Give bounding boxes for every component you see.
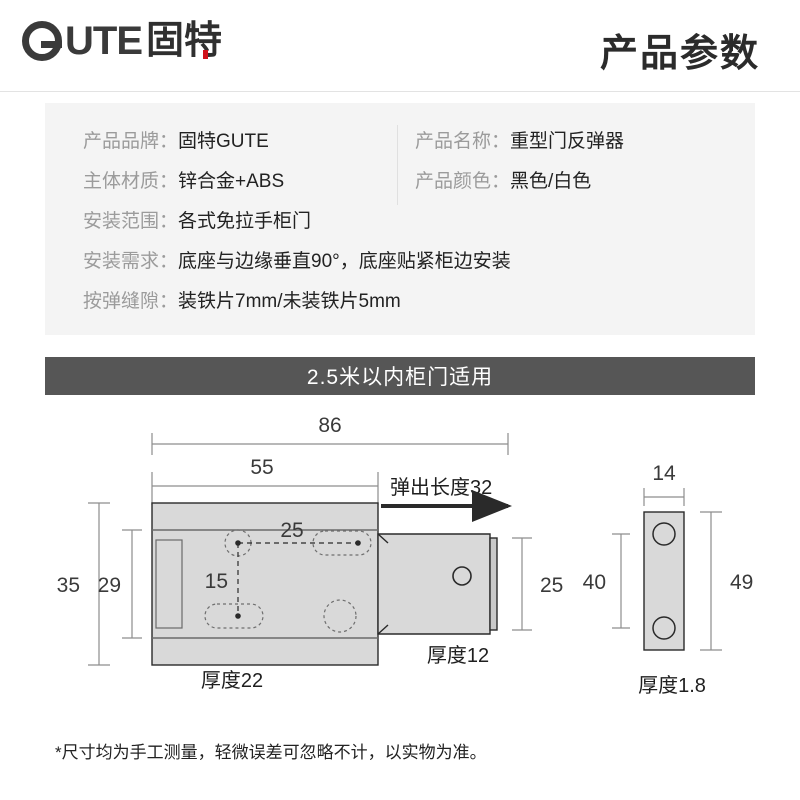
label-plate-thickness: 厚度1.8	[638, 674, 706, 697]
spec-value: 重型门反弹器	[510, 130, 625, 152]
spec-label: 产品颜色：	[415, 170, 511, 192]
spec-cell-install-range: 安装范围： 各式免拉手柜门	[45, 206, 717, 233]
part-body	[151, 502, 379, 666]
dim-plate-hole-span: 40	[583, 571, 606, 594]
spec-label: 安装范围：	[83, 210, 179, 232]
circle-g-icon	[22, 21, 62, 61]
specification-panel: 产品品牌： 固特GUTE 产品名称： 重型门反弹器 主体材质： 锌合金+ABS …	[45, 103, 755, 335]
spec-label: 主体材质：	[83, 170, 179, 192]
spec-cell-material: 主体材质： 锌合金+ABS	[45, 166, 395, 193]
dim-eject-length: 弹出长度32	[390, 476, 492, 499]
logo-latin-text: UTE	[65, 19, 143, 63]
dim-overall-height: 35	[57, 574, 80, 597]
dim-arm-height: 25	[540, 574, 563, 597]
dimension-lines-left	[88, 502, 142, 666]
dim-hole-spacing-vertical: 15	[205, 570, 228, 593]
dim-overall-length: 86	[318, 414, 341, 437]
brand-logo: UTE 固特	[22, 18, 222, 64]
dim-plate-width: 14	[652, 462, 676, 485]
applicability-banner: 2.5米以内柜门适用	[45, 357, 755, 395]
spec-value: 装铁片7mm/未装铁片5mm	[178, 290, 401, 312]
spec-value: 固特GUTE	[178, 130, 269, 152]
part-strike-plate	[643, 511, 685, 651]
banner-label: 2.5米以内柜门适用	[306, 366, 494, 389]
spec-cell-color: 产品颜色： 黑色/白色	[395, 166, 725, 193]
spec-label: 产品品牌：	[83, 130, 179, 152]
spec-row: 安装需求： 底座与边缘垂直90°，底座贴紧柜边安装	[45, 241, 755, 277]
spec-value: 黑色/白色	[510, 170, 592, 192]
spec-label: 安装需求：	[83, 250, 179, 272]
dim-plate-height: 49	[730, 571, 753, 594]
measurement-footnote: *尺寸均为手工测量，轻微误差可忽略不计，以实物为准。	[55, 743, 487, 762]
spec-cell-product-name: 产品名称： 重型门反弹器	[395, 126, 725, 153]
page-title: 产品参数	[599, 33, 760, 75]
spec-label: 产品名称：	[415, 130, 511, 152]
column-divider	[397, 125, 398, 205]
spec-row: 按弹缝隙： 装铁片7mm/未装铁片5mm	[45, 281, 755, 317]
spec-value: 底座与边缘垂直90°，底座贴紧柜边安装	[178, 250, 511, 272]
spec-value: 各式免拉手柜门	[178, 210, 312, 232]
spec-value: 锌合金+ABS	[178, 170, 285, 192]
label-body-thickness: 厚度22	[201, 669, 263, 692]
spec-row: 安装范围： 各式免拉手柜门	[45, 201, 755, 237]
spec-cell-install-requirement: 安装需求： 底座与边缘垂直90°，底座贴紧柜边安装	[45, 246, 717, 273]
spec-row: 产品品牌： 固特GUTE 产品名称： 重型门反弹器	[45, 121, 755, 157]
dimension-lines-plate	[612, 488, 722, 651]
dimension-lines-top	[151, 433, 509, 505]
spec-row: 主体材质： 锌合金+ABS 产品颜色： 黑色/白色	[45, 161, 755, 197]
label-arm-thickness: 厚度12	[427, 644, 489, 667]
technical-drawing: 86 55 弹出长度32	[0, 410, 800, 720]
page-header: UTE 固特 产品参数	[0, 0, 800, 92]
hole-dimension-lines	[237, 542, 358, 616]
part-plunger-arm	[377, 533, 498, 635]
spec-cell-gap: 按弹缝隙： 装铁片7mm/未装铁片5mm	[45, 286, 717, 313]
arm-hole	[452, 566, 472, 586]
plate-hole-bottom	[652, 616, 676, 640]
header-divider	[0, 91, 800, 92]
logo-chinese-label: 固特	[146, 20, 223, 62]
dim-body-length: 55	[250, 456, 273, 479]
dim-body-height: 29	[98, 574, 121, 597]
spec-cell-brand: 产品品牌： 固特GUTE	[45, 126, 395, 153]
dim-hole-spacing-horizontal: 25	[280, 519, 303, 542]
logo-chinese-text: 固特	[146, 21, 222, 61]
plate-hole-top	[652, 522, 676, 546]
spec-label: 按弹缝隙：	[83, 290, 179, 312]
dimension-line-arm-height	[512, 537, 532, 631]
red-accent-mark	[203, 50, 209, 59]
